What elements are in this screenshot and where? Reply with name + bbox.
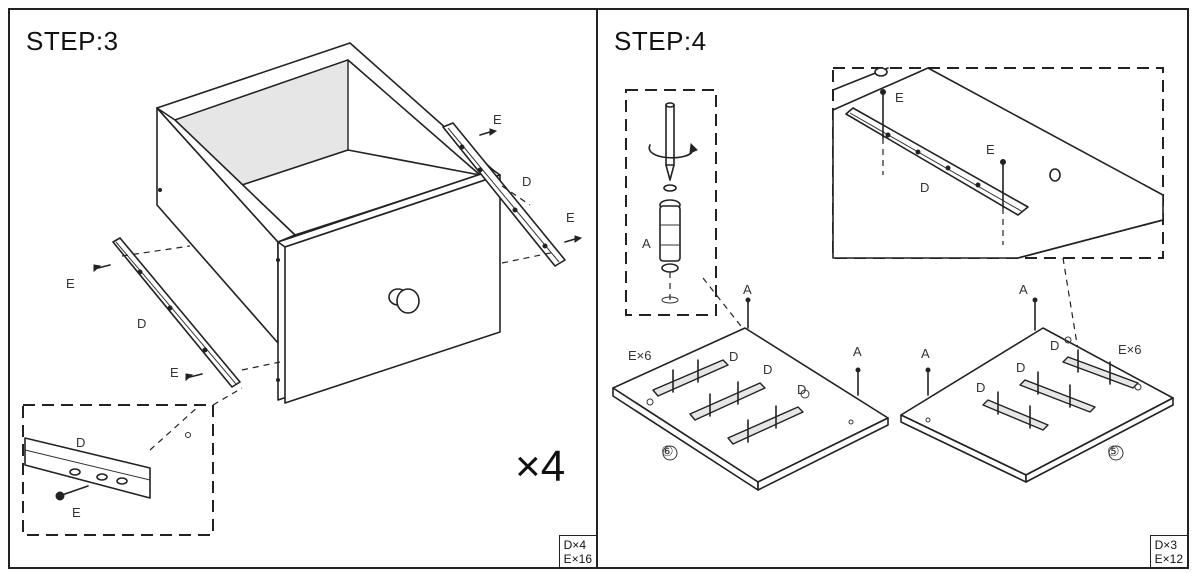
count-d: D×3 bbox=[1154, 538, 1177, 552]
label-e-right: E bbox=[566, 210, 575, 225]
detail-label-e: E bbox=[72, 505, 81, 520]
step4-panel: STEP:4 bbox=[596, 8, 1189, 569]
drawer-assembly-illustration bbox=[22, 42, 583, 536]
panel5-label-d2: D bbox=[1016, 360, 1026, 375]
panel5-label-e6: E×6 bbox=[1118, 342, 1142, 357]
part-5-marker bbox=[1108, 445, 1124, 461]
label-e-top: E bbox=[493, 112, 502, 127]
panel6-label-a2: A bbox=[853, 344, 862, 359]
label-e-bottom: E bbox=[170, 365, 179, 380]
label-e-left: E bbox=[66, 276, 75, 291]
panel5-part-number: ⑤ bbox=[1107, 443, 1120, 459]
base-assembly-illustration bbox=[612, 67, 1174, 491]
panel6-label-a1: A bbox=[743, 282, 752, 297]
count-d: D×4 bbox=[563, 538, 586, 552]
board-6-side-edge bbox=[757, 417, 889, 491]
step3-parts-count: D×4 E×16 bbox=[558, 535, 596, 567]
inset-label-d: D bbox=[920, 180, 930, 195]
detail-label-d: D bbox=[76, 435, 86, 450]
drawer-front-face bbox=[284, 174, 501, 404]
board-6-rails bbox=[652, 359, 804, 445]
count-e: E×12 bbox=[1154, 552, 1183, 566]
part-6-marker bbox=[662, 445, 678, 461]
panel5-label-d1: D bbox=[1050, 338, 1060, 353]
panel6-label-d3: D bbox=[797, 382, 807, 397]
panel6-label-e6: E×6 bbox=[628, 348, 652, 363]
panel5-label-a2: A bbox=[921, 346, 930, 361]
panel6-part-number: ⑥ bbox=[661, 443, 674, 459]
board-6 bbox=[612, 327, 889, 483]
board-5-side-edge bbox=[1025, 397, 1174, 483]
panel6-label-d1: D bbox=[729, 349, 739, 364]
step4-title: STEP:4 bbox=[614, 26, 707, 56]
count-e: E×16 bbox=[563, 552, 592, 566]
knob-icon bbox=[396, 288, 420, 314]
drawer-left-wall-top bbox=[156, 107, 296, 243]
panel5-label-a1: A bbox=[1019, 282, 1028, 297]
panel5-label-d3: D bbox=[976, 380, 986, 395]
panel6-label-d2: D bbox=[763, 362, 773, 377]
step4-parts-count: D×3 E×12 bbox=[1149, 535, 1187, 567]
multiplier-label: ×4 bbox=[515, 442, 566, 491]
cam-bolt-icon bbox=[659, 205, 681, 262]
label-d-right: D bbox=[522, 174, 532, 189]
detail-label-a: A bbox=[642, 236, 651, 251]
inset-label-e1: E bbox=[895, 90, 904, 105]
step3-title: STEP:3 bbox=[26, 26, 119, 56]
step3-panel: STEP:3 bbox=[8, 8, 598, 569]
detail-screw-icon bbox=[55, 491, 65, 501]
inset-label-e2: E bbox=[986, 142, 995, 157]
label-d-left: D bbox=[137, 316, 147, 331]
